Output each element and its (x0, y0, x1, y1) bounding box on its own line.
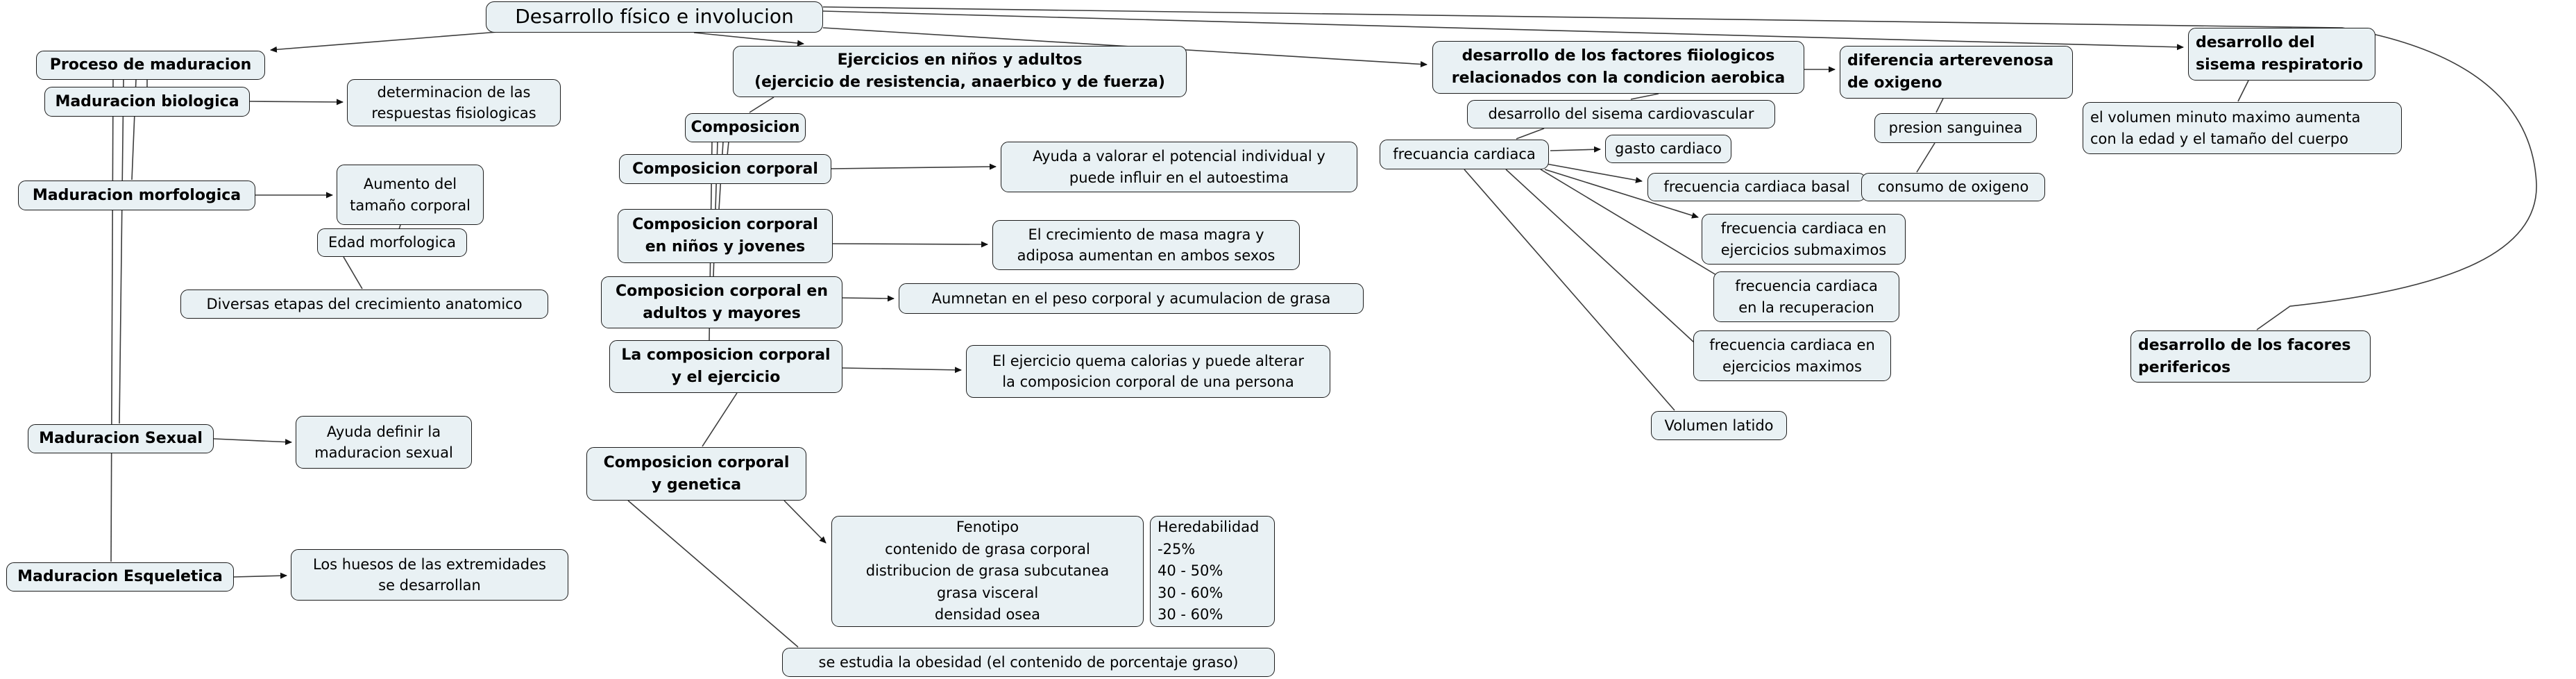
node-consumo-oxigeno[interactable]: consumo de oxigeno (1861, 173, 2045, 201)
node-frecuencia-basal[interactable]: frecuencia cardiaca basal (1647, 173, 1866, 201)
node-frecuencia-cardiaca[interactable]: frecuancia cardiaca (1380, 140, 1549, 169)
node-crecimiento-masa-magra[interactable]: El crecimiento de masa magra y adiposa a… (992, 220, 1300, 270)
node-volumen-latido[interactable]: Volumen latido (1651, 411, 1787, 440)
node-ayuda-definir-maduracion[interactable]: Ayuda definir la maduracion sexual (296, 416, 472, 469)
node-composicion-corporal[interactable]: Composicion corporal (619, 154, 831, 184)
node-determinacion-respuestas[interactable]: determinacion de las respuestas fisiolog… (347, 79, 561, 126)
node-presion-sanguinea[interactable]: presion sanguinea (1874, 113, 2037, 143)
node-heredabilidad-table[interactable]: Heredabilidad -25% 40 - 50% 30 - 60% 30 … (1150, 516, 1275, 627)
node-estudia-obesidad[interactable]: se estudia la obesidad (el contenido de … (782, 648, 1275, 677)
node-ejercicios-ninos-adultos[interactable]: Ejercicios en niños y adultos (ejercicio… (733, 46, 1187, 97)
node-frecuencia-recuperacion[interactable]: frecuencia cardiaca en la recuperacion (1713, 271, 1899, 322)
node-composicion-y-ejercicio[interactable]: La composicion corporal y el ejercicio (609, 340, 842, 393)
node-sistema-respiratorio[interactable]: desarrollo del sisema respiratorio (2188, 28, 2375, 81)
node-aumento-tamano-corporal[interactable]: Aumento del tamaño corporal (337, 165, 484, 225)
node-gasto-cardiaco[interactable]: gasto cardiaco (1605, 135, 1731, 163)
node-composicion-genetica[interactable]: Composicion corporal y genetica (586, 447, 806, 501)
node-fenotipo-table[interactable]: Fenotipo contenido de grasa corporal dis… (831, 516, 1144, 627)
node-maduracion-esqueletica[interactable]: Maduracion Esqueletica (6, 562, 234, 592)
node-proceso-de-maduracion[interactable]: Proceso de maduracion (36, 51, 265, 80)
node-frecuencia-submaximos[interactable]: frecuencia cardiaca en ejercicios submax… (1702, 214, 1906, 265)
node-title[interactable]: Desarrollo físico e involucion (486, 1, 823, 33)
node-maduracion-sexual[interactable]: Maduracion Sexual (28, 424, 214, 453)
node-frecuencia-maximos[interactable]: frecuencia cardiaca en ejercicios maximo… (1693, 330, 1891, 381)
node-sistema-cardiovascular[interactable]: desarrollo del sisema cardiovascular (1467, 100, 1775, 128)
node-composicion-ninos-jovenes[interactable]: Composicion corporal en niños y jovenes (618, 209, 833, 263)
node-aumnetan-peso-corporal[interactable]: Aumnetan en el peso corporal y acumulaci… (899, 283, 1364, 314)
node-composicion-adultos-mayores[interactable]: Composicion corporal en adultos y mayore… (601, 276, 842, 328)
node-diferencia-arterevenosa[interactable]: diferencia arterevenosa de oxigeno (1840, 46, 2073, 99)
node-huesos-extremidades[interactable]: Los huesos de las extremidades se desarr… (291, 549, 568, 601)
node-edad-morfologica[interactable]: Edad morfologica (317, 228, 467, 257)
node-factores-perifericos[interactable]: desarrollo de los facores perifericos (2130, 330, 2371, 383)
node-volumen-minuto-maximo[interactable]: el volumen minuto maximo aumenta con la … (2083, 102, 2402, 154)
node-maduracion-morfologica[interactable]: Maduracion morfologica (18, 181, 255, 210)
node-ayuda-valorar-potencial[interactable]: Ayuda a valorar el potencial individual … (1001, 142, 1357, 192)
node-composicion[interactable]: Composicion (685, 113, 806, 142)
node-maduracion-biologica[interactable]: Maduracion biologica (44, 87, 250, 117)
node-diversas-etapas[interactable]: Diversas etapas del crecimiento anatomic… (180, 290, 548, 319)
node-factores-fisiologicos[interactable]: desarrollo de los factores fiiologicos r… (1432, 41, 1804, 94)
node-ejercicio-quema-calorias[interactable]: El ejercicio quema calorias y puede alte… (966, 345, 1330, 398)
